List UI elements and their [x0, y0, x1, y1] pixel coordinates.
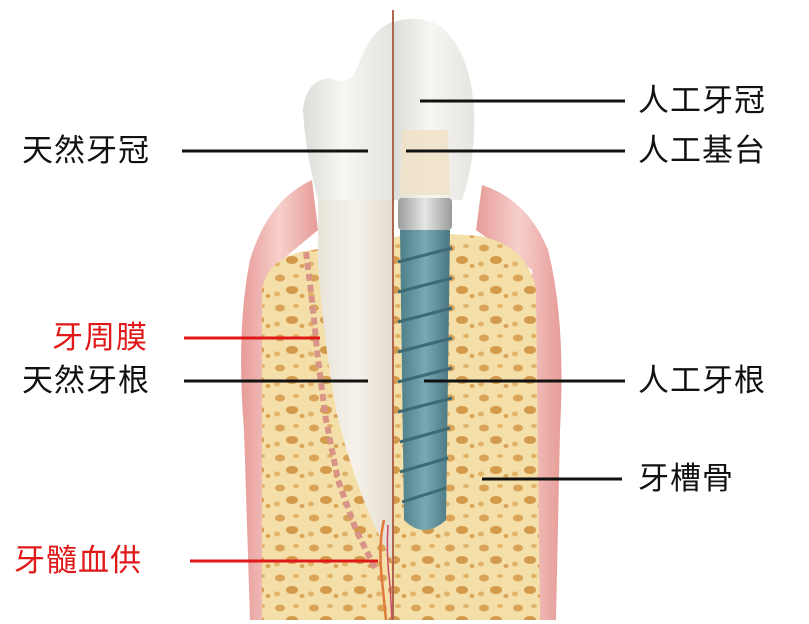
label-artificial-abutment: 人工基台	[638, 133, 766, 169]
periodontal-ligament-shape	[303, 251, 379, 572]
label-artificial-crown: 人工牙冠	[638, 83, 766, 119]
abutment-collar	[398, 198, 452, 230]
label-pulp-blood-supply: 牙髓血供	[14, 543, 142, 579]
natural-crown-shape	[303, 22, 392, 200]
artificial-abutment-shape	[400, 130, 450, 195]
gum-left	[241, 180, 318, 620]
implant-threads	[397, 246, 453, 504]
label-natural-root: 天然牙根	[22, 363, 150, 399]
gum-right	[476, 185, 562, 620]
label-alveolar-bone: 牙槽骨	[638, 461, 734, 497]
label-artificial-root: 人工牙根	[638, 363, 766, 399]
label-natural-crown: 天然牙冠	[22, 133, 150, 169]
label-periodontal-ligament: 牙周膜	[52, 320, 148, 356]
pulp-blood-vessel	[379, 519, 388, 621]
